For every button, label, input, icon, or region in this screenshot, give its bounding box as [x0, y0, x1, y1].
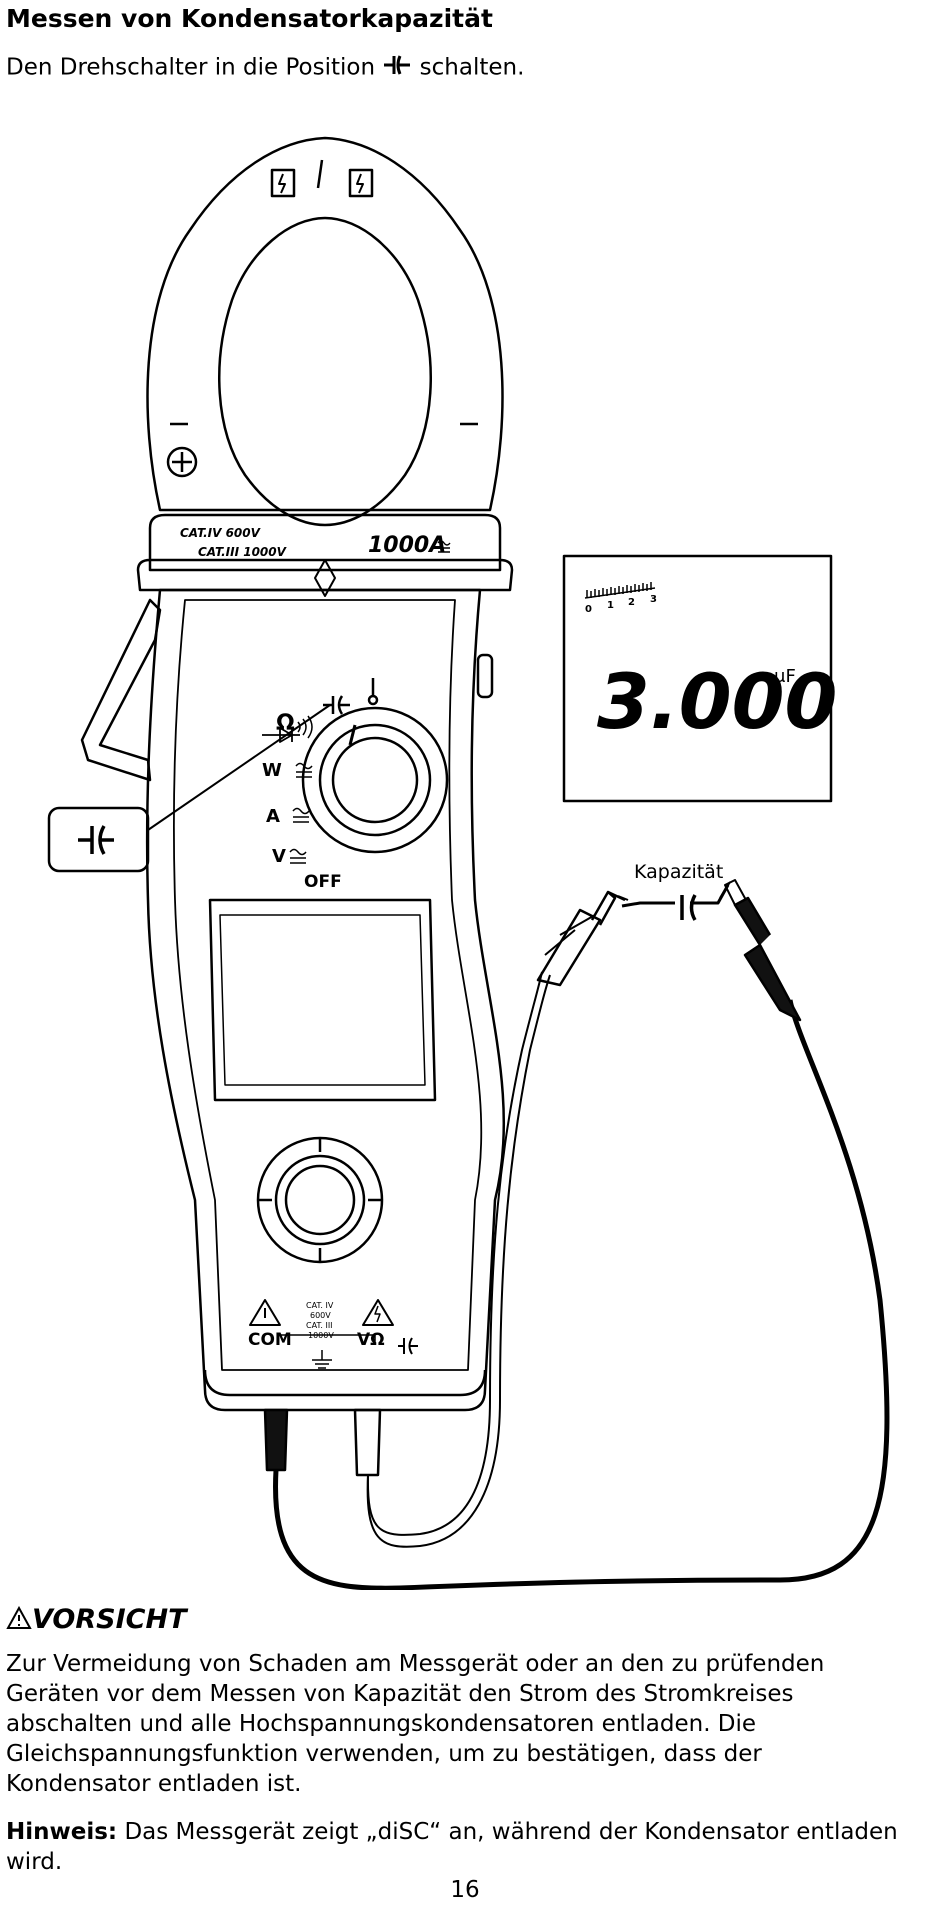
terminal-600v: 600V [310, 1311, 331, 1320]
dial-v: V [272, 846, 286, 867]
bargraph-tick-3: 3 [650, 594, 657, 605]
lcd-reading: 3.000 [597, 657, 837, 746]
note-label: Hinweis: [6, 1819, 118, 1845]
jaw-rating: 1000A [368, 533, 446, 558]
trigger [80, 598, 162, 782]
rotary-dial[interactable] [301, 706, 449, 854]
meter-body [145, 588, 506, 1412]
terminal-cat4: CAT. IV [306, 1301, 334, 1310]
clamp-jaw [146, 136, 504, 512]
capacitor-icon [384, 54, 411, 82]
note-text: Das Messgerät zeigt „diSC“ an, während d… [6, 1819, 898, 1875]
bargraph-tick-0: 0 [585, 604, 592, 615]
page-title: Messen von Kondensatorkapazität [6, 4, 493, 33]
position-callout [47, 806, 150, 873]
component-label: Kapazität [634, 861, 723, 883]
page-number: 16 [450, 1877, 480, 1903]
clamp-meter-illustration: CAT.IV 600V CAT.III 1000V 1000A Ω W A V … [47, 136, 890, 1590]
jaw-label-cat3: CAT.III 1000V [198, 545, 288, 559]
caution-heading: VORSICHT [6, 1604, 187, 1637]
warning-icon [6, 1605, 32, 1637]
lcd-closeup [562, 554, 833, 803]
intro-before: Den Drehschalter in die Position [6, 54, 376, 81]
terminal-cat3: CAT. III [306, 1321, 333, 1330]
note: Hinweis: Das Messgerät zeigt „diSC“ an, … [6, 1817, 906, 1877]
intro-text: Den Drehschalter in die Position schalte… [6, 54, 524, 82]
dial-w: W [262, 760, 282, 781]
bargraph-ticks: 0 1 2 3 [585, 594, 657, 615]
caution-text: Zur Vermeidung von Schaden am Messgerät … [6, 1651, 825, 1797]
dial-off: OFF [304, 872, 342, 892]
meter-display [208, 898, 437, 1102]
jaw-label-cat4: CAT.IV 600V [180, 526, 262, 540]
dial-a: A [266, 806, 280, 827]
intro-after: schalten. [419, 54, 525, 81]
lcd-unit: μF [774, 666, 796, 687]
center-button[interactable] [284, 1164, 356, 1236]
jaw-opening [218, 216, 432, 527]
dial-ohm: Ω [276, 711, 295, 736]
bargraph-tick-2: 2 [628, 597, 635, 608]
caution-title: VORSICHT [32, 1604, 187, 1635]
bargraph-tick-1: 1 [607, 600, 614, 611]
terminal-1000v: 1000V [308, 1331, 334, 1340]
terminal-vohm: VΩ [357, 1330, 385, 1350]
terminal-com: COM [248, 1330, 292, 1350]
